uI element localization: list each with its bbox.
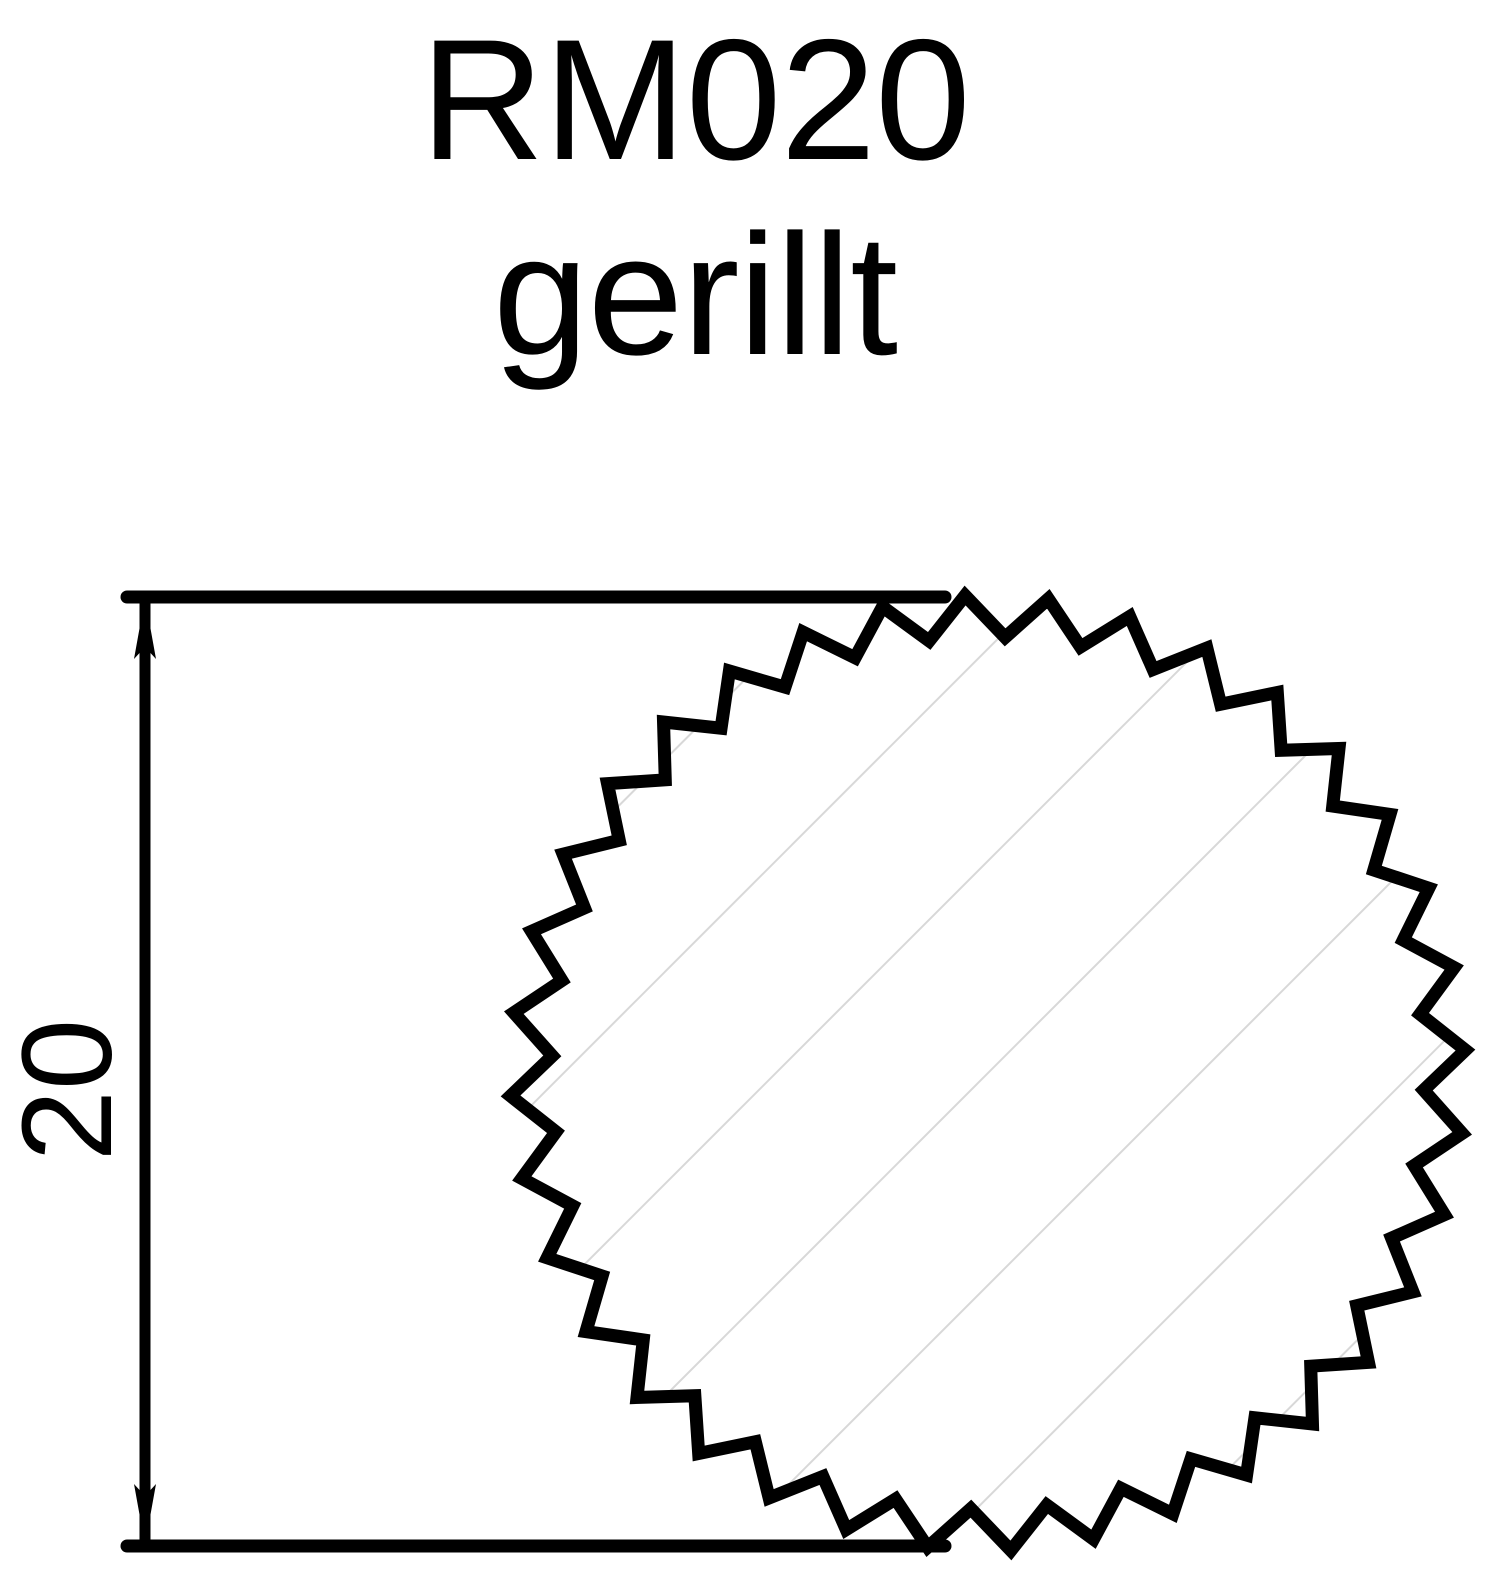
hatch-line bbox=[510, 595, 1466, 1551]
hatch-line bbox=[510, 595, 846, 931]
hatch-line bbox=[510, 595, 740, 825]
hatch-line bbox=[510, 595, 1270, 1355]
hatch-line bbox=[510, 595, 1466, 1551]
hatch-line bbox=[510, 595, 634, 719]
dimension-arrow-top-icon bbox=[134, 598, 156, 659]
hatch-line bbox=[510, 595, 1058, 1143]
serrated-circle-outline bbox=[500, 585, 1476, 1561]
hatch-line bbox=[510, 595, 1466, 1551]
dimension-arrow-bottom-icon bbox=[134, 1484, 156, 1545]
hatch-line bbox=[1342, 1427, 1466, 1551]
hatch-line bbox=[510, 595, 1466, 1551]
hatch-line bbox=[510, 595, 1466, 1551]
dimension-value-label: 20 bbox=[0, 1018, 139, 1162]
hatch-line bbox=[510, 595, 1466, 1551]
hatch-line bbox=[600, 685, 1466, 1551]
hatch-line bbox=[510, 595, 528, 613]
hatch-line bbox=[1448, 1533, 1466, 1551]
hatch-line bbox=[510, 595, 1466, 1551]
